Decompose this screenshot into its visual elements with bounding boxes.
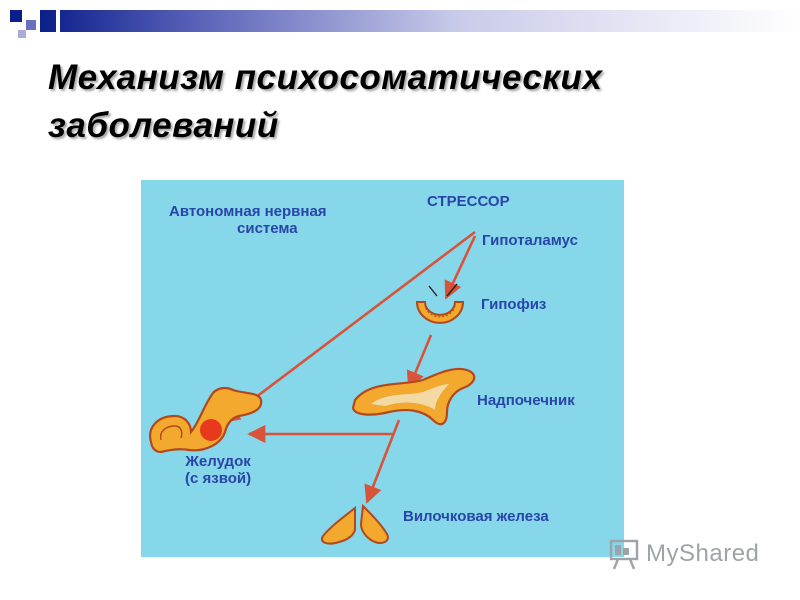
label-pituitary: Гипофиз xyxy=(481,296,547,313)
strip-gap xyxy=(56,10,60,32)
arrow-hypothalamus-to-stomach xyxy=(221,230,476,424)
label-stomach: Желудок (с язвой) xyxy=(185,453,251,487)
title-line-1: Механизм психосоматических xyxy=(48,58,603,97)
top-decorative-bar xyxy=(0,0,800,48)
watermark-text: MyShared xyxy=(646,540,760,567)
label-stomach-line-1: Желудок xyxy=(185,453,251,470)
arrow-hypothalamus-to-pituitary xyxy=(444,235,477,300)
decor-square xyxy=(10,10,22,22)
pituitary-icon xyxy=(415,283,465,324)
slide-title: Механизм психосоматических заболеваний xyxy=(48,54,768,150)
arrow-pituitary-to-adrenal xyxy=(406,334,433,390)
gradient-strip xyxy=(40,10,800,32)
label-stomach-line-2: (с язвой) xyxy=(185,470,252,487)
label-autonomic-line-1: Автономная нервная xyxy=(169,203,327,220)
decor-square xyxy=(18,30,26,38)
ulcer-mark xyxy=(200,419,222,441)
presentation-board-icon xyxy=(609,539,639,570)
label-thymus: Вилочковая железа xyxy=(403,508,549,525)
label-stressor: СТРЕССОР xyxy=(427,193,510,210)
arrow-adrenal-to-thymus xyxy=(364,419,401,504)
label-autonomic-nervous-system: Автономная нервная система xyxy=(169,203,327,237)
diagram-panel: Автономная нервная система СТРЕССОР Гипо… xyxy=(141,180,624,557)
diagram-graphics xyxy=(149,230,477,545)
stomach-icon xyxy=(149,386,263,454)
title-line-2: заболеваний xyxy=(48,106,279,145)
decor-square xyxy=(26,20,36,30)
label-adrenal: Надпочечник xyxy=(477,392,575,409)
thymus-icon xyxy=(321,503,389,545)
watermark: MyShared xyxy=(608,538,788,572)
adrenal-gland-icon xyxy=(351,367,476,426)
label-hypothalamus: Гипоталамус xyxy=(482,232,578,249)
arrows xyxy=(221,230,477,504)
label-autonomic-line-2: система xyxy=(237,220,298,237)
